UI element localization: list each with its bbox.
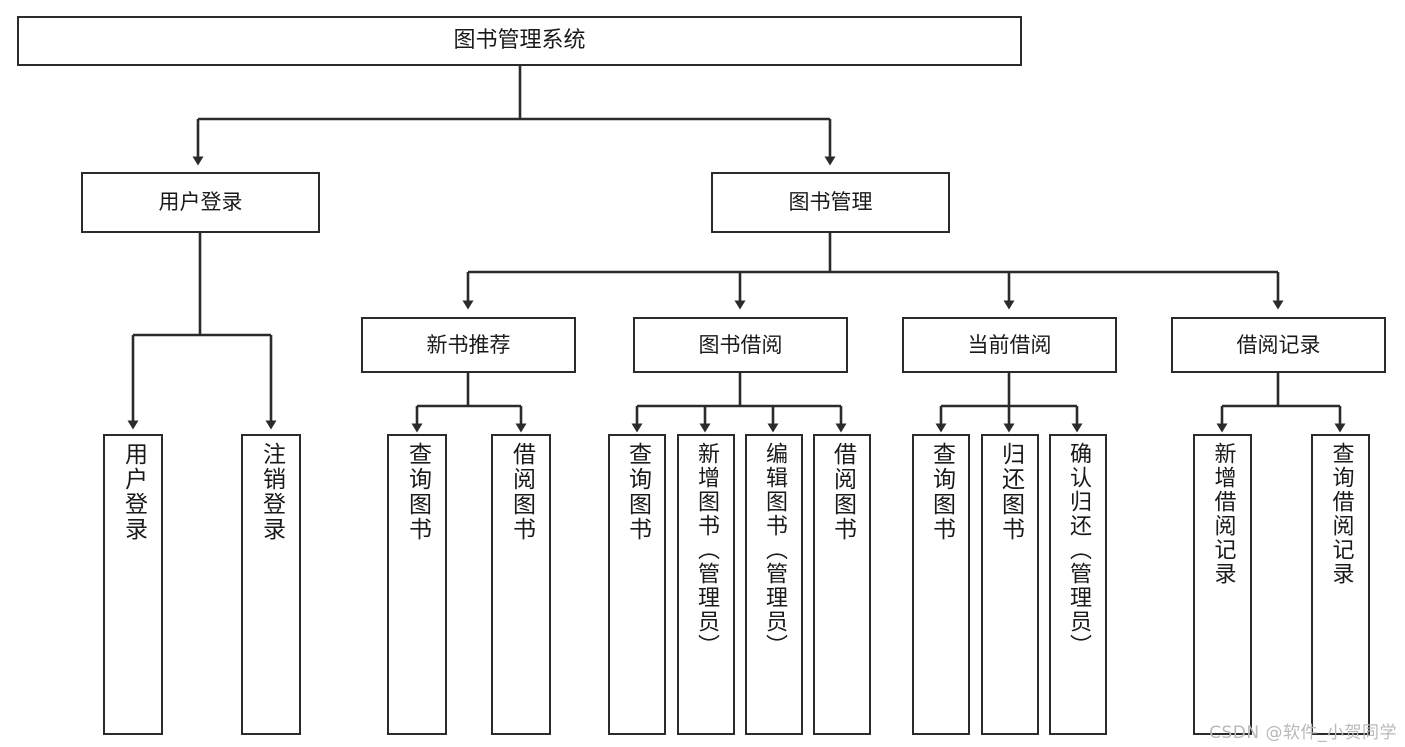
node-leaf-add-borrow-record[interactable]: 新增借阅记录 bbox=[1193, 434, 1252, 735]
node-label: 编辑图书（管理员） bbox=[762, 442, 787, 658]
node-label: 用户登录 bbox=[158, 190, 243, 215]
node-label: 图书借阅 bbox=[698, 332, 783, 357]
node-leaf-query-book-recommend[interactable]: 查询图书 bbox=[387, 434, 447, 735]
node-label: 图书管理 bbox=[788, 190, 873, 215]
node-user-login[interactable]: 用户登录 bbox=[81, 172, 320, 233]
node-label: 确认归还（管理员） bbox=[1066, 442, 1091, 658]
node-leaf-confirm-return-admin[interactable]: 确认归还（管理员） bbox=[1049, 434, 1107, 735]
node-label: 当前借阅 bbox=[967, 332, 1052, 357]
node-label: 查询图书 bbox=[624, 442, 651, 542]
node-label: 借阅图书 bbox=[508, 442, 535, 542]
node-leaf-user-login[interactable]: 用户登录 bbox=[103, 434, 163, 735]
node-borrow-record[interactable]: 借阅记录 bbox=[1171, 317, 1386, 373]
node-leaf-query-borrow-record[interactable]: 查询借阅记录 bbox=[1311, 434, 1370, 735]
node-label: 查询借阅记录 bbox=[1328, 442, 1354, 586]
node-leaf-query-book-borrow[interactable]: 查询图书 bbox=[608, 434, 666, 735]
node-label: 借阅图书 bbox=[829, 442, 856, 542]
node-leaf-return-book[interactable]: 归还图书 bbox=[981, 434, 1039, 735]
node-leaf-add-book-admin[interactable]: 新增图书（管理员） bbox=[677, 434, 735, 735]
node-label: 新增图书（管理员） bbox=[694, 442, 719, 658]
node-label: 新增借阅记录 bbox=[1210, 442, 1236, 586]
node-leaf-query-book-current[interactable]: 查询图书 bbox=[912, 434, 970, 735]
node-book-borrow[interactable]: 图书借阅 bbox=[633, 317, 848, 373]
node-leaf-user-logout[interactable]: 注销登录 bbox=[241, 434, 301, 735]
node-new-book-recommend[interactable]: 新书推荐 bbox=[361, 317, 576, 373]
node-leaf-borrow-book[interactable]: 借阅图书 bbox=[813, 434, 871, 735]
node-label: 用户登录 bbox=[120, 442, 147, 542]
csdn-watermark: CSDN @软件_小贺同学 bbox=[1209, 723, 1397, 743]
node-label: 图书管理系统 bbox=[453, 28, 586, 54]
node-leaf-borrow-book-recommend[interactable]: 借阅图书 bbox=[491, 434, 551, 735]
node-label: 注销登录 bbox=[258, 442, 285, 542]
node-root-system[interactable]: 图书管理系统 bbox=[17, 16, 1022, 66]
node-label: 归还图书 bbox=[997, 442, 1024, 542]
node-label: 借阅记录 bbox=[1236, 332, 1321, 357]
node-label: 查询图书 bbox=[928, 442, 955, 542]
node-label: 新书推荐 bbox=[426, 332, 511, 357]
node-current-borrow[interactable]: 当前借阅 bbox=[902, 317, 1117, 373]
node-book-management[interactable]: 图书管理 bbox=[711, 172, 950, 233]
node-leaf-edit-book-admin[interactable]: 编辑图书（管理员） bbox=[745, 434, 803, 735]
node-label: 查询图书 bbox=[404, 442, 431, 542]
